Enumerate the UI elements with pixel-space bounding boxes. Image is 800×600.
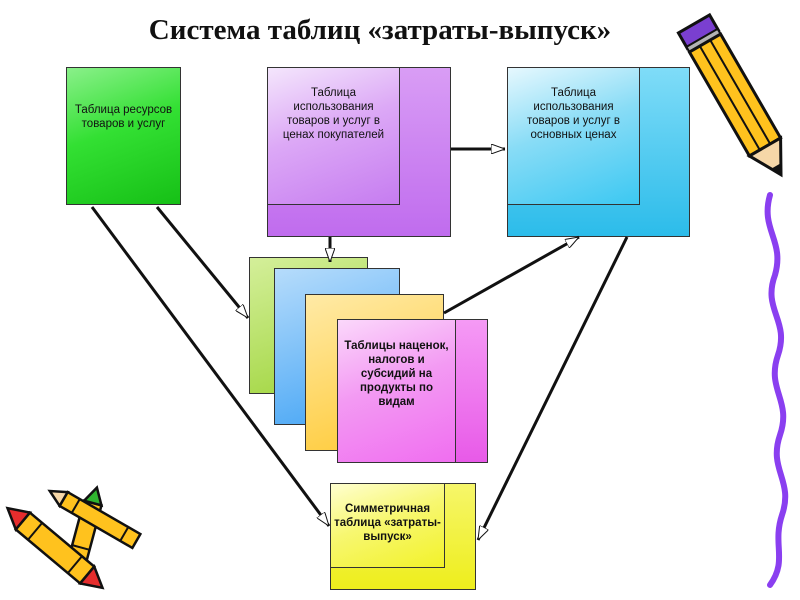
diagram-title: Система таблиц «затраты-выпуск» (148, 14, 612, 46)
use-buyer-table-label: Таблица использования товаров и услуг в … (282, 87, 385, 141)
pencil-icon (676, 12, 783, 178)
crayon-red-icon (5, 506, 105, 590)
symmetric-table-box[interactable] (330, 483, 445, 568)
markups-table-box[interactable] (337, 319, 456, 463)
symmetric-table-label: Симметричная таблица «затраты-выпуск» (334, 503, 441, 543)
resources-table-label: Таблица ресурсов товаров и услуг (74, 104, 173, 130)
markups-table-label: Таблицы наценок, налогов и субсидий на п… (344, 340, 449, 408)
use-basic-table-label: Таблица использования товаров и услуг в … (527, 87, 620, 141)
resources-table-box[interactable] (66, 67, 181, 205)
use-buyer-table-box[interactable] (267, 67, 400, 205)
use-basic-table-box[interactable] (507, 67, 640, 205)
squiggle-icon (764, 192, 789, 588)
